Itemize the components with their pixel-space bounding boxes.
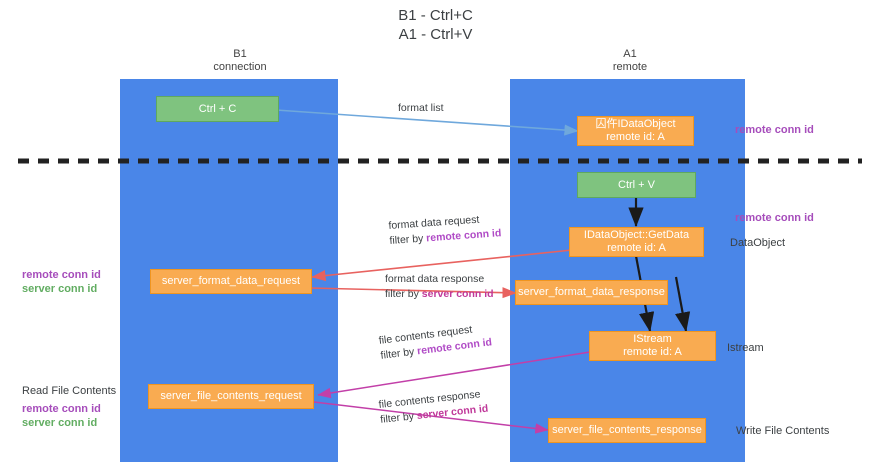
box-server-file-contents-response-label: server_file_contents_response — [552, 424, 702, 436]
box-idataobject[interactable]: 囚仵IDataObject remote id: A — [577, 116, 694, 146]
annotation-right-write-file-contents: Write File Contents — [736, 425, 830, 437]
annotation-right-istream: Istream — [727, 342, 764, 354]
edge-label-format-data-response-line1: format data response — [385, 273, 485, 285]
page-title: B1 - Ctrl+C A1 - Ctrl+V — [398, 7, 473, 43]
annotation-left-remote-conn-id-2: remote conn id — [22, 403, 101, 415]
box-istream-title: IStream — [633, 333, 672, 345]
box-server-file-contents-response[interactable]: server_file_contents_response — [548, 418, 706, 443]
box-idataobject-subtitle: remote id: A — [606, 131, 665, 143]
annotation-left-remote-conn-id: remote conn id — [22, 269, 101, 281]
edge-label-file-contents-response: file contents response filter by server … — [378, 387, 489, 428]
box-istream[interactable]: IStream remote id: A — [589, 331, 716, 361]
annotation-right-remote-conn-id-1: remote conn id — [735, 124, 814, 136]
annotation-left-server-conn-id: server conn id — [22, 283, 98, 295]
lane-header-b1: B1 connection — [213, 48, 267, 73]
annotation-right-dataobject: DataObject — [730, 237, 786, 249]
annotation-left-read-file-contents: Read File Contents — [22, 385, 117, 397]
edge-label-format-data-response: format data response filter by server co… — [385, 272, 494, 302]
annotation-left-server-conn-id-2: server conn id — [22, 417, 98, 429]
lane-header-a1: A1 remote — [612, 48, 648, 73]
box-ctrl-v[interactable]: Ctrl + V — [577, 172, 696, 198]
box-getdata-subtitle: remote id: A — [607, 242, 666, 254]
edge-label-format-data-response-line2: filter by server conn id — [385, 288, 494, 300]
box-server-file-contents-request-label: server_file_contents_request — [160, 390, 302, 402]
box-server-format-data-response-label: server_format_data_response — [518, 286, 665, 298]
edge-label-format-data-request: format data request filter by remote con… — [388, 211, 502, 249]
box-idataobject-title: 囚仵IDataObject — [595, 118, 676, 130]
box-server-format-data-request-label: server_format_data_request — [161, 275, 301, 287]
box-istream-subtitle: remote id: A — [623, 346, 682, 358]
box-ctrl-c-label: Ctrl + C — [198, 102, 237, 115]
annotation-right-remote-conn-id-2: remote conn id — [735, 212, 814, 224]
edge-label-format-list: format list — [398, 102, 444, 114]
box-server-file-contents-request[interactable]: server_file_contents_request — [148, 384, 314, 409]
edge-label-file-contents-request: file contents request filter by remote c… — [378, 320, 493, 363]
box-ctrl-v-label: Ctrl + V — [618, 178, 655, 191]
box-server-format-data-request[interactable]: server_format_data_request — [150, 269, 312, 294]
emphasis-remote-conn-id: remote conn id — [425, 227, 502, 245]
emphasis-server-conn-id: server conn id — [421, 288, 494, 300]
box-getdata[interactable]: IDataObject::GetData remote id: A — [569, 227, 704, 257]
box-getdata-title: IDataObject::GetData — [583, 229, 690, 241]
box-ctrl-c[interactable]: Ctrl + C — [156, 96, 279, 122]
box-server-format-data-response[interactable]: server_format_data_response — [515, 280, 668, 305]
